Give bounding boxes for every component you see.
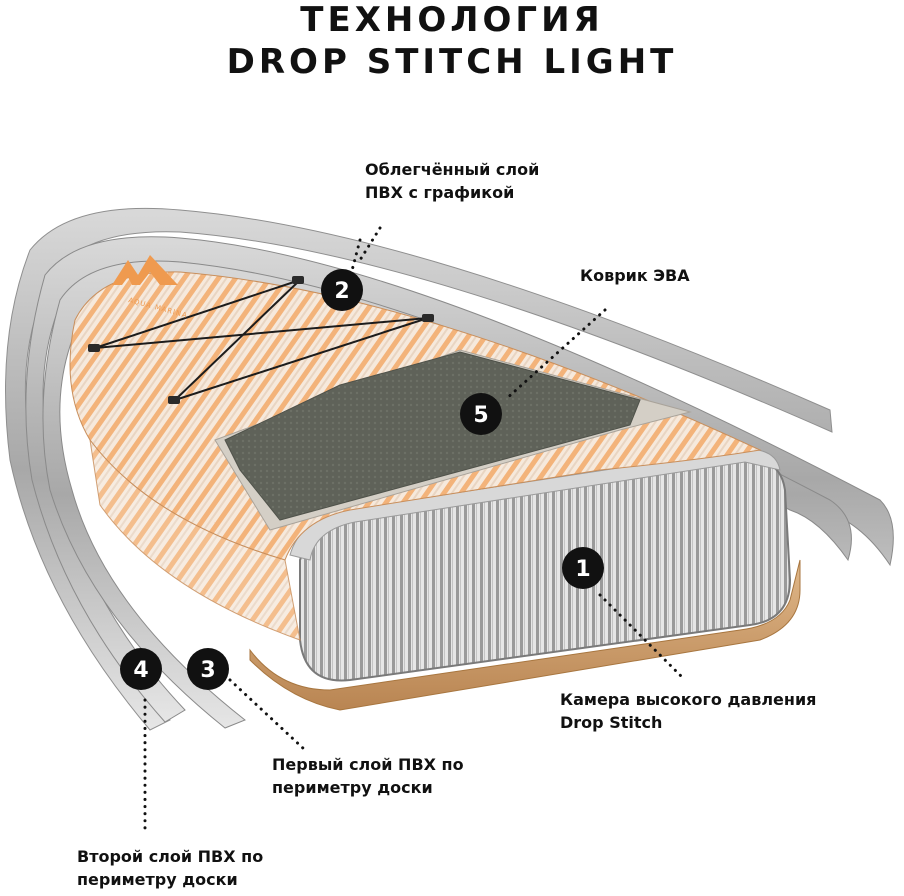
label-chamber-line1: Камера высокого давления (560, 690, 817, 709)
title-line-1: ТЕХНОЛОГИЯ (300, 0, 604, 40)
label-first-pvc-line2: периметру доски (272, 778, 433, 797)
label-drop-stitch-chamber: Камера высокого давления Drop Stitch (560, 688, 816, 734)
label-graphic-pvc-layer: Облегчённый слой ПВХ с графикой (365, 158, 539, 204)
label-first-pvc-line1: Первый слой ПВХ по (272, 755, 464, 774)
label-first-pvc-rail: Первый слой ПВХ по периметру доски (272, 753, 464, 799)
bottom-tan-layer (249, 559, 801, 711)
svg-text:1: 1 (575, 557, 590, 582)
badge-4: 4 (120, 648, 162, 690)
svg-text:2: 2 (334, 279, 349, 304)
label-graphic-pvc-line1: Облегчённый слой (365, 160, 540, 179)
deck-side-edge (89, 439, 301, 641)
bungee-anchors (88, 276, 434, 404)
badge-5: 5 (460, 393, 502, 435)
eva-pad-dark (224, 351, 641, 521)
label-second-pvc-line1: Второй слой ПВХ по (77, 847, 264, 866)
svg-text:4: 4 (133, 658, 148, 683)
label-eva-pad: Коврик ЭВА (580, 264, 690, 287)
title-line-2: DROP STITCH LIGHT (226, 42, 678, 82)
label-graphic-pvc-line2: ПВХ с графикой (365, 183, 515, 202)
label-second-pvc-rail: Второй слой ПВХ по периметру доски (77, 845, 263, 891)
badge-3: 3 (187, 648, 229, 690)
bungee-cords (94, 279, 429, 401)
svg-text:5: 5 (473, 403, 488, 428)
outer-rail-layer (5, 207, 833, 731)
label-eva-pad-line1: Коврик ЭВА (580, 266, 690, 285)
leader-lines (143, 226, 687, 832)
badge-1: 1 (562, 547, 604, 589)
label-chamber-line2: Drop Stitch (560, 713, 663, 732)
badge-2: 2 (321, 269, 363, 311)
svg-text:3: 3 (200, 658, 215, 683)
label-second-pvc-line2: периметру доски (77, 870, 238, 889)
